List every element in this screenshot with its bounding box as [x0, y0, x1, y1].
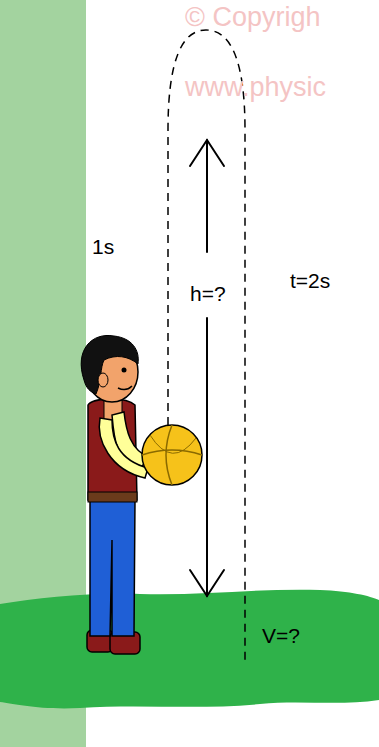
watermark-text: © Copyrigh — [185, 4, 320, 31]
time-label: 1s — [92, 236, 114, 257]
ball — [142, 425, 202, 485]
watermark-text: www.physic — [185, 74, 326, 101]
height-arrows — [190, 140, 224, 596]
height-label: h=? — [190, 283, 226, 304]
grass — [0, 590, 379, 709]
time-label: t=2s — [290, 270, 330, 291]
boy-figure — [81, 335, 150, 654]
velocity-label: V=? — [262, 625, 300, 646]
trajectory-dashed — [168, 30, 245, 662]
